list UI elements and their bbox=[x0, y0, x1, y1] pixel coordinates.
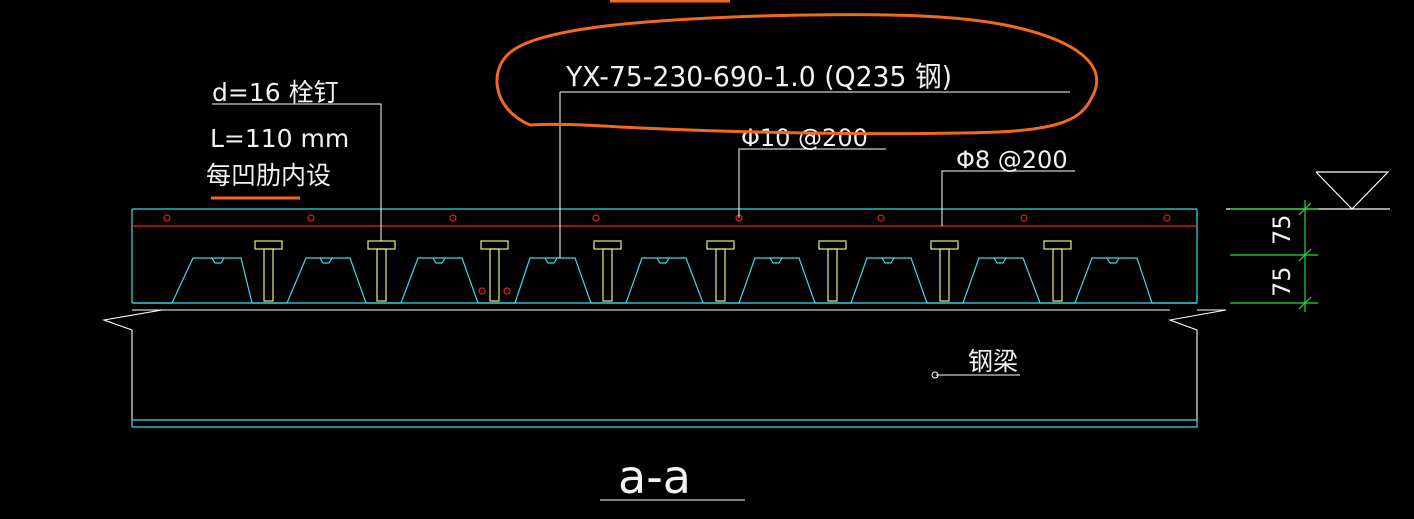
dimension-top-text: 75 bbox=[1268, 214, 1296, 245]
shear-studs bbox=[254, 240, 1072, 302]
stud-label-line1: d=16 栓钉 bbox=[212, 78, 339, 107]
steel-beam-flange bbox=[131, 419, 1198, 428]
beam-label: 钢梁 bbox=[968, 347, 1018, 376]
top-rebar-dots bbox=[163, 214, 1171, 222]
elevation-marker bbox=[1226, 171, 1390, 210]
rebar-bottom-label: Φ8 @200 bbox=[956, 146, 1068, 174]
deck-rib-notches bbox=[211, 257, 1120, 264]
dimension-lines bbox=[1230, 200, 1318, 312]
steel-beam bbox=[101, 309, 1227, 420]
section-label: a-a bbox=[618, 450, 691, 504]
dimension-bottom-text: 75 bbox=[1268, 266, 1296, 297]
deck-spec-label: YX-75-230-690-1.0 (Q235 钢) bbox=[565, 60, 952, 93]
leader-lines bbox=[212, 91, 1075, 501]
stud-label-line2: L=110 mm bbox=[210, 124, 349, 153]
stud-label-line3: 每凹肋内设 bbox=[206, 161, 331, 190]
highlight-ellipse bbox=[495, 13, 1099, 136]
beam-leader-dot bbox=[931, 371, 939, 379]
bottom-rebar-dots bbox=[478, 287, 511, 295]
rebar-top-label: Φ10 @200 bbox=[741, 124, 868, 152]
steel-deck-profile bbox=[132, 257, 1197, 304]
concrete-slab bbox=[131, 208, 1198, 304]
